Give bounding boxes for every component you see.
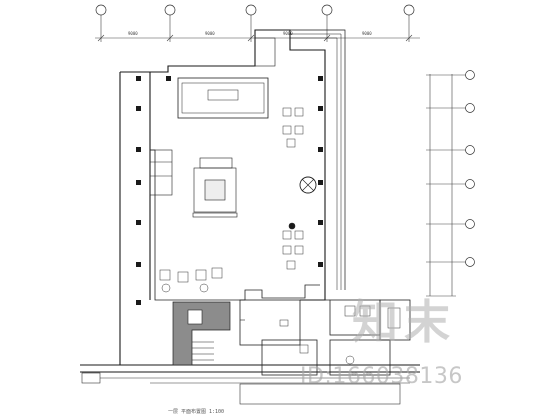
column (136, 76, 141, 81)
top-dimension-labels: 9000 9000 9000 9000 (128, 31, 372, 36)
column (166, 76, 171, 81)
watermark-logo: 知末 (352, 295, 456, 349)
column (318, 106, 323, 111)
axis-bubble (465, 70, 475, 80)
right-dimension-line (426, 74, 466, 297)
axis-bubble (465, 103, 475, 113)
column (136, 106, 141, 111)
rug (199, 157, 233, 169)
column (136, 180, 141, 185)
axis-bubble (245, 4, 257, 16)
column (136, 300, 141, 305)
axis-bubble (465, 257, 475, 267)
column (318, 76, 323, 81)
dining-sets (159, 107, 304, 293)
axis-bubble (321, 4, 333, 16)
drawing-caption: 一层 平面布置图 1:100 (168, 409, 225, 415)
toilet-fixtures (279, 305, 401, 365)
dimension-label: 9000 (205, 31, 215, 36)
column (136, 220, 141, 225)
inner-layout (149, 37, 411, 376)
lounge-furniture (192, 157, 317, 230)
axis-bubble (465, 219, 475, 229)
column (136, 262, 141, 267)
planter (288, 222, 296, 230)
hatched-feature-area (172, 301, 231, 366)
column (136, 147, 141, 152)
coffee-table (204, 179, 226, 201)
axis-bubble (465, 145, 475, 155)
watermark-id: ID:166038136 (300, 364, 463, 389)
dimension-label: 9000 (283, 31, 293, 36)
column (318, 220, 323, 225)
right-axis-bubbles (465, 70, 475, 267)
outer-walls (80, 29, 420, 373)
bottom-strip (81, 372, 410, 405)
dimension-label: 9000 (362, 31, 372, 36)
column (318, 180, 323, 185)
column (318, 147, 323, 152)
column (318, 262, 323, 267)
axis-bubble (403, 4, 415, 16)
structural-columns (136, 76, 323, 305)
planter (299, 176, 317, 194)
axis-bubble (95, 4, 107, 16)
dimension-label: 9000 (128, 31, 138, 36)
axis-bubble (465, 179, 475, 189)
reception-desk (177, 77, 269, 119)
top-axis-bubbles (95, 4, 415, 16)
axis-bubble (164, 4, 176, 16)
